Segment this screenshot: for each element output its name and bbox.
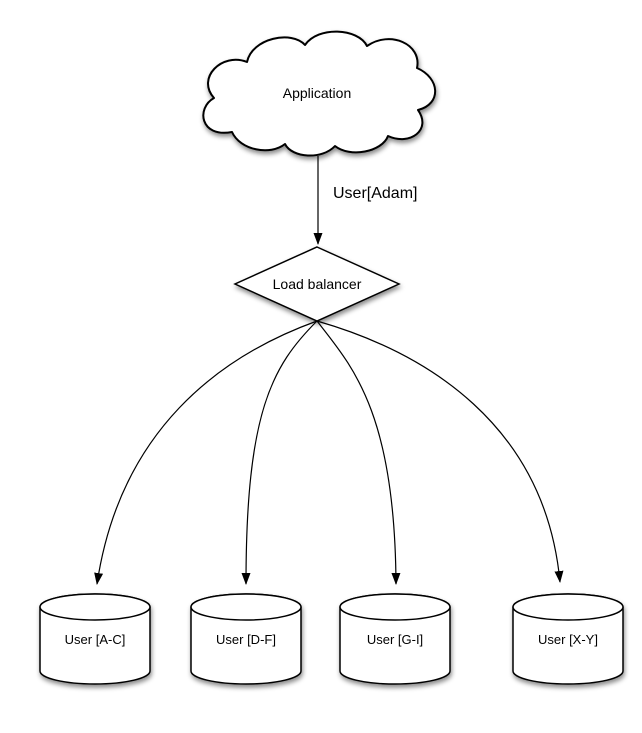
cylinder-top-ellipse: [339, 593, 451, 621]
shard-label: User [D-F]: [216, 632, 276, 647]
cylinder-top-ellipse: [190, 593, 302, 621]
edge-curve: [316, 320, 564, 583]
edge-curve: [316, 320, 401, 585]
edge-label-user-adam: User[Adam]: [333, 185, 417, 202]
cloud-shape: [202, 30, 437, 157]
edge-loadbalancer-to-shard-2: [241, 320, 318, 585]
shard-label: User [G-I]: [367, 632, 423, 647]
edge-loadbalancer-to-shard-1: [94, 320, 318, 585]
edge-curve: [94, 320, 318, 585]
shard-node-3: User [G-I]: [339, 593, 451, 685]
edge-loadbalancer-to-shard-3: [316, 320, 401, 585]
shard-node-2: User [D-F]: [190, 593, 302, 685]
shard-label: User [A-C]: [65, 632, 126, 647]
edge-loadbalancer-to-shard-4: [316, 320, 564, 583]
shard-node-4: User [X-Y]: [512, 593, 624, 685]
edge-application-to-loadbalancer: User[Adam]: [313, 156, 417, 245]
load-balancer-node: Load balancer: [233, 246, 401, 322]
application-label: Application: [283, 85, 352, 101]
load-balancer-label: Load balancer: [273, 276, 362, 292]
cylinder-top-ellipse: [39, 593, 151, 621]
application-cloud-node: Application: [202, 30, 437, 157]
shard-label: User [X-Y]: [538, 632, 598, 647]
edge-curve: [241, 320, 318, 585]
shard-node-1: User [A-C]: [39, 593, 151, 685]
cylinder-top-ellipse: [512, 593, 624, 621]
